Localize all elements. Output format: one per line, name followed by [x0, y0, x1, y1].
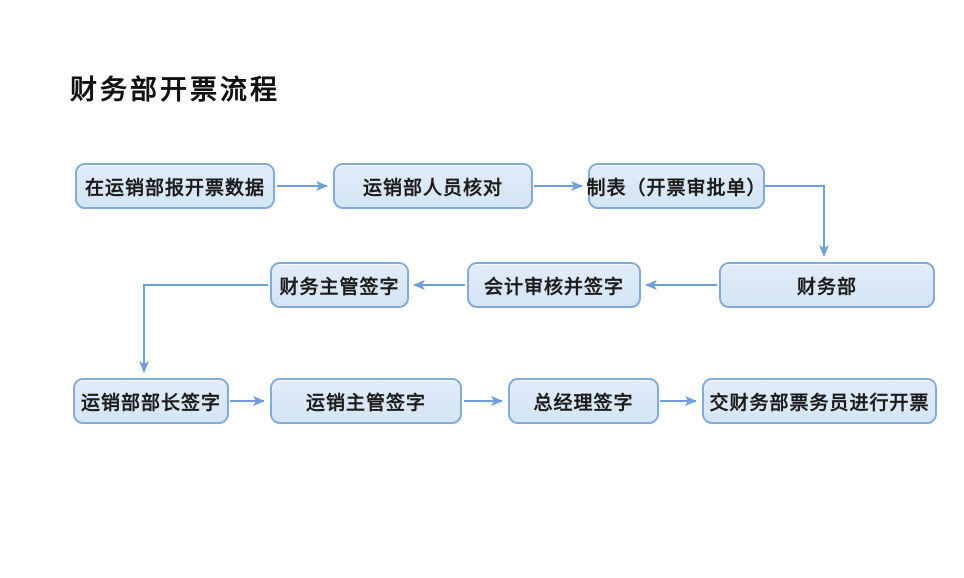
node-general-manager-sign: 总经理签字: [508, 378, 659, 424]
node-finance-dept: 财务部: [719, 262, 935, 308]
node-report-invoice-data: 在运销部报开票数据: [75, 163, 275, 209]
node-accountant-review-sign: 会计审核并签字: [467, 262, 641, 308]
node-deliver-to-ticketing-clerk: 交财务部票务员进行开票: [702, 378, 937, 424]
node-sales-supervisor-sign: 运销主管签字: [270, 378, 462, 424]
node-sales-dept-staff-verify: 运销部人员核对: [333, 163, 533, 209]
arrow-supervisor-to-dept-head: [139, 284, 268, 373]
arrow-tabulate-to-finance-dept: [765, 185, 829, 257]
node-finance-supervisor-sign: 财务主管签字: [270, 262, 409, 308]
node-tabulate-approval-form: 制表（开票审批单）: [587, 163, 766, 209]
node-sales-dept-head-sign: 运销部部长签字: [73, 378, 229, 424]
page-title: 财务部开票流程: [70, 75, 280, 106]
